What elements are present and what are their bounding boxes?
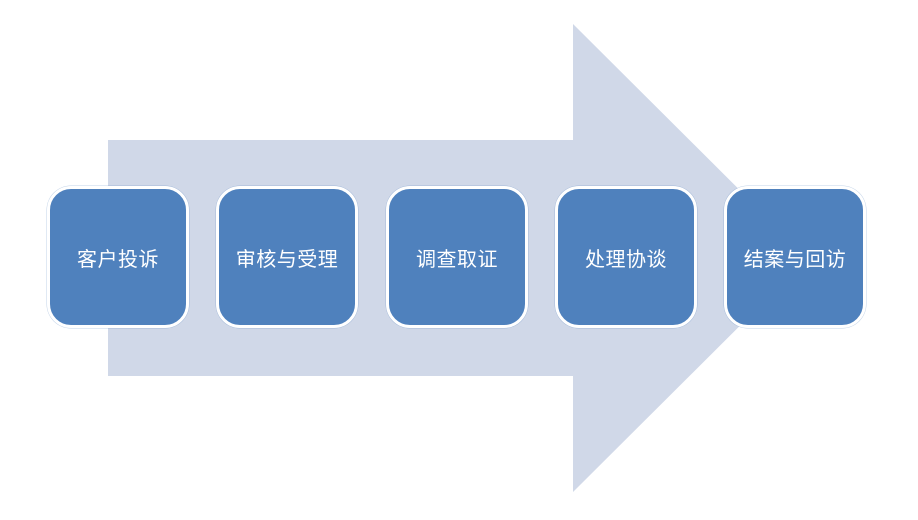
step-label-3: 调查取证: [416, 246, 498, 271]
step-box-2: 审核与受理: [216, 186, 358, 328]
step-label-2: 审核与受理: [235, 246, 339, 271]
step-box-3: 调查取证: [386, 186, 528, 328]
step-label-4: 处理协谈: [585, 246, 667, 271]
step-box-4: 处理协谈: [555, 186, 697, 328]
step-box-5: 结案与回访: [724, 186, 866, 328]
step-box-1: 客户投诉: [47, 186, 189, 328]
step-label-5: 结案与回访: [743, 246, 847, 271]
step-label-1: 客户投诉: [77, 246, 159, 271]
